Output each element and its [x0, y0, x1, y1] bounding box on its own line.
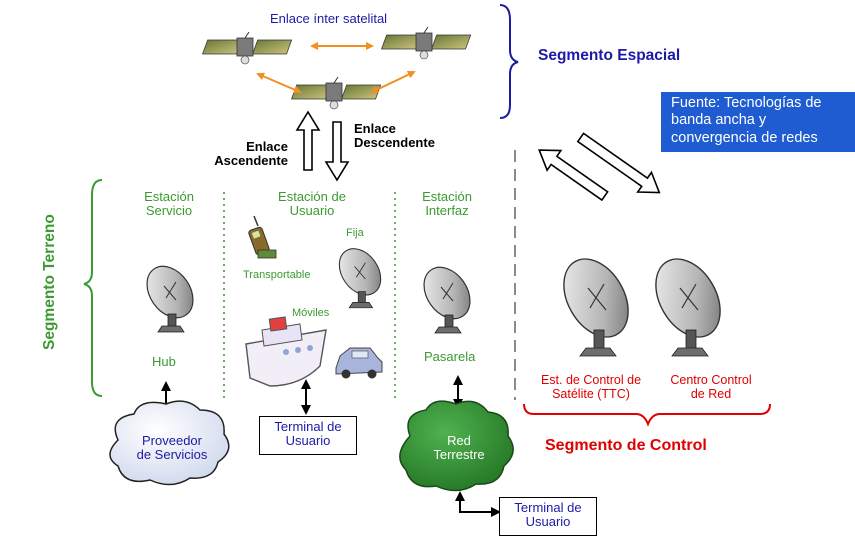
ship-icon [245, 316, 327, 387]
car-icon [335, 347, 383, 379]
ttc-dish-icon [550, 246, 642, 357]
label-line: Usuario [289, 203, 335, 219]
isl-label: Enlace ínter satelital [270, 11, 388, 26]
ground-segment-label: Segmento Terreno [41, 214, 58, 350]
label-line: Satélite (TTC) [552, 386, 630, 401]
mobile-label: Móviles [292, 307, 330, 319]
terrestrial-network-cloud [399, 400, 514, 492]
terrestrial-cloud-label: Red Terrestre [414, 433, 504, 463]
label-line: Servicio [145, 203, 193, 219]
label-line: Centro Control [670, 373, 752, 387]
ncc-label: Centro Control de Red [654, 373, 768, 401]
user-station-label: Estación de Usuario [262, 189, 362, 219]
isl-arrow [256, 72, 302, 94]
network-terminal-link [455, 491, 501, 517]
transportable-phone-icon [248, 215, 277, 259]
uplink-label: Enlace Ascendente [200, 139, 288, 169]
label-line: Proveedor [142, 433, 202, 448]
provider-cloud-label: Proveedor de Servicios [120, 433, 224, 463]
downlink-label-line: Descendente [354, 135, 435, 151]
label-line: Est. de Control de [540, 373, 642, 387]
control-segment-label: Segmento de Control [545, 437, 707, 454]
isl-arrow [370, 70, 416, 94]
label-line: Usuario [525, 513, 571, 529]
satellite-icon [202, 31, 293, 65]
ncc-dish-icon [642, 246, 734, 357]
uplink-label-line: Ascendente [214, 153, 288, 169]
source-note-line: Fuente: Tecnologías de [671, 95, 822, 111]
control-uplink-arrow [538, 149, 609, 202]
provider-cloud [109, 400, 230, 486]
hub-dish-icon [136, 256, 204, 333]
space-segment-label: Segmento Espacial [538, 47, 681, 64]
label-line: Red [447, 433, 471, 448]
uplink-arrow [295, 110, 321, 171]
label-line: Terminal de [514, 500, 582, 515]
transportable-label: Transportable [243, 269, 311, 281]
ttc-label: Est. de Control de Satélite (TTC) [526, 373, 656, 401]
gateway-label: Pasarela [424, 349, 476, 364]
user-terminal-box: Terminal de Usuario [259, 416, 357, 455]
downlink-label-line: Enlace [354, 121, 396, 136]
satellite-icon [291, 76, 382, 110]
label-line: de Servicios [136, 447, 208, 463]
label-line: Usuario [285, 432, 331, 448]
fixed-dish-icon [330, 240, 390, 309]
label-line: Interfaz [425, 203, 469, 219]
label-line: Estación de [278, 189, 346, 204]
ground-segment-brace [83, 179, 103, 397]
downlink-arrow [324, 121, 350, 182]
label-line: de Red [690, 386, 732, 401]
source-note-line: banda ancha y [671, 112, 767, 129]
label-line: Estación [144, 189, 194, 204]
label-line: Terminal de [274, 419, 342, 434]
interface-station-label: Estación Interfaz [412, 189, 482, 219]
control-downlink-arrow [576, 132, 661, 194]
label-line: Terrestre [433, 447, 485, 463]
downlink-label: Enlace Descendente [354, 121, 435, 151]
hub-label: Hub [152, 354, 176, 369]
user-terminal-box-2: Terminal de Usuario [499, 497, 597, 536]
gateway-dish-icon [413, 257, 481, 334]
fixed-label: Fija [346, 227, 364, 239]
label-line: Estación [422, 189, 472, 204]
service-station-label: Estación Servicio [134, 189, 204, 219]
satellite-icon [381, 26, 472, 60]
control-segment-brace [523, 403, 771, 427]
source-note: Fuente: Tecnologías de banda ancha y con… [661, 92, 855, 152]
uplink-label-line: Enlace [246, 139, 288, 154]
space-segment-brace [499, 4, 519, 119]
source-note-line: convergencia de redes [671, 129, 818, 146]
